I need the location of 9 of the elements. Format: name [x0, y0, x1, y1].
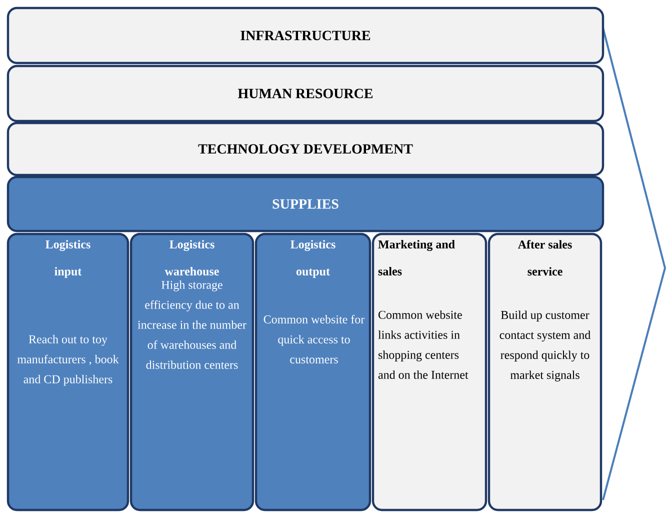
activity-band: HUMAN RESOURCE — [6, 64, 604, 122]
activity-column: Logistics warehouse High storage efficiency due to an increase in the number of warehouses and distribution centers — [130, 232, 254, 512]
activity-band: TECHNOLOGY DEVELOPMENT — [6, 122, 604, 176]
activity-band: SUPPLIES — [6, 176, 604, 232]
activity-column: Marketing and sales Common website links activities in shopping centers and on the Internet — [372, 232, 488, 512]
activity-column: Logistics input Reach out to toy manufacturers , book and CD publishers — [6, 232, 130, 512]
activity-column: After sales service Build up customer contact system and respond quickly to market signals — [488, 232, 602, 512]
activity-band: INFRASTRUCTURE — [6, 6, 604, 64]
activity-column: Logistics output Common website for quick access to customers — [254, 232, 372, 512]
